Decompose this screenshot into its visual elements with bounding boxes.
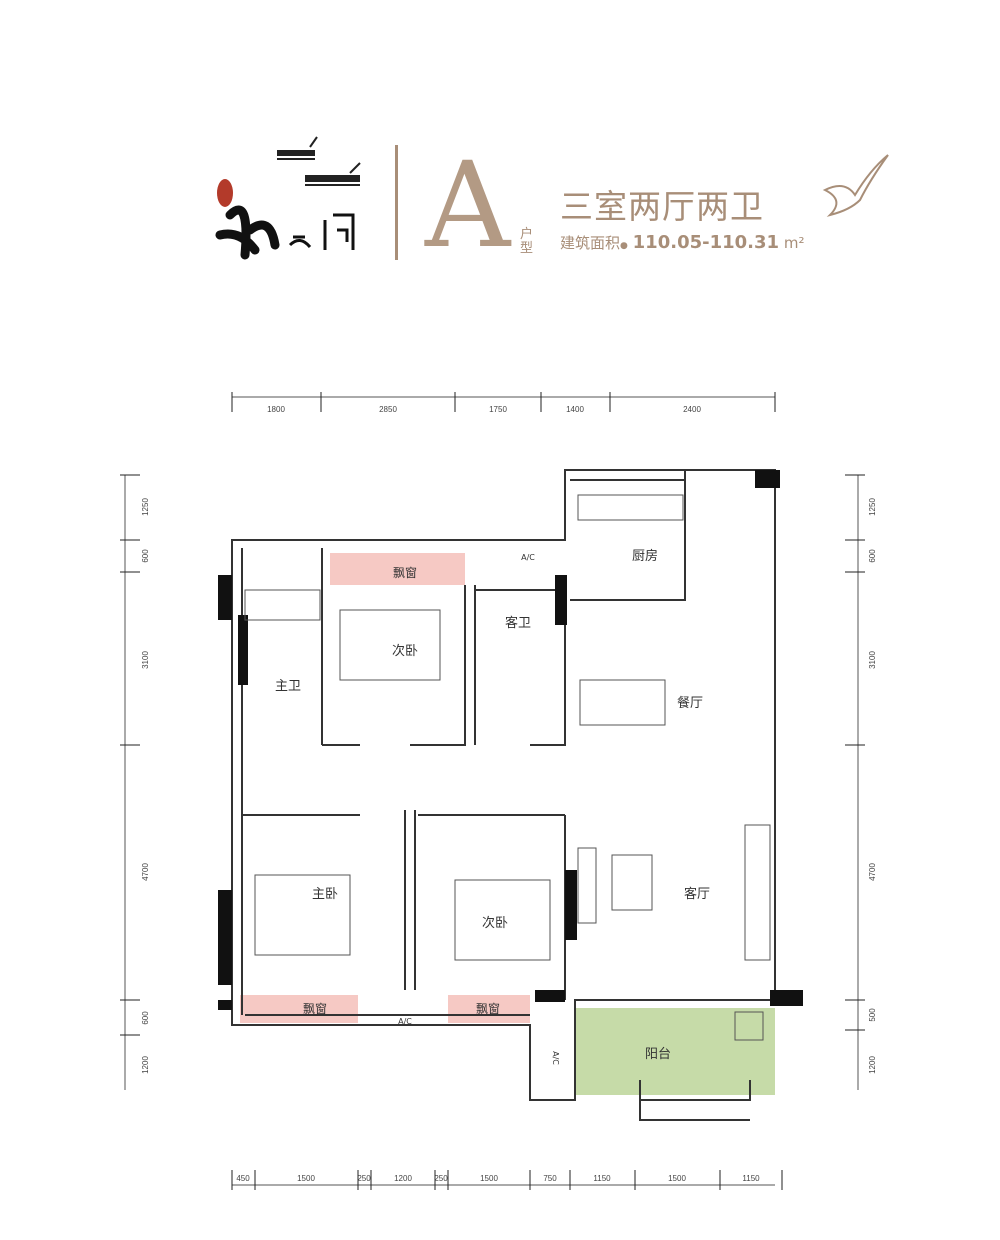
tv-cabinet: [744, 824, 771, 961]
area-value: 110.05-110.31: [632, 232, 780, 253]
label-ac-bottom: A/C: [398, 1017, 412, 1026]
label-dining-room: 餐厅: [677, 695, 703, 711]
label-ac-top: A/C: [521, 553, 535, 562]
area-unit: m²: [783, 234, 805, 252]
label-guest-bathroom: 客卫: [505, 615, 531, 631]
brand-logo: [205, 135, 365, 260]
dim-left: 1250: [141, 498, 150, 516]
label-master-bathroom: 主卫: [275, 679, 301, 694]
dim-bottom: 750: [543, 1174, 557, 1183]
dimension-lines: [120, 392, 865, 1190]
bed-south: [454, 879, 551, 961]
label-bay-window-bottom-left: 飘窗: [303, 1002, 327, 1016]
bay-window-top: [330, 553, 465, 585]
dim-right: 500: [868, 1008, 877, 1022]
dim-bottom: 450: [236, 1174, 250, 1183]
dimension-labels: 1800 2850 1750 1400 2400 450 1500 250 12…: [141, 405, 877, 1183]
dim-top: 2400: [683, 405, 701, 414]
dim-bottom: 1200: [394, 1174, 412, 1183]
dim-right: 600: [868, 549, 877, 563]
dining-table: [579, 679, 666, 726]
area-info: 建筑面积● 110.05-110.31 m²: [560, 232, 805, 253]
dim-right: 4700: [868, 863, 877, 881]
dim-bottom: 1150: [593, 1174, 611, 1183]
label-kitchen: 厨房: [632, 548, 658, 564]
dim-top: 2850: [379, 405, 397, 414]
coffee-table: [611, 854, 653, 911]
sofa: [577, 847, 597, 924]
dim-bottom: 1150: [742, 1174, 760, 1183]
dim-bottom: 250: [357, 1174, 371, 1183]
label-master-bedroom: 主卧: [312, 887, 338, 902]
header-divider: [395, 145, 398, 260]
washing-machine: [734, 1011, 764, 1041]
bed-master: [254, 874, 351, 956]
room-labels: 飘窗 次卧 客卫 厨房 主卫 餐厅 主卧 次卧 客厅 飘窗 飘窗 阳台 A/C …: [275, 548, 710, 1065]
dim-right: 3100: [868, 651, 877, 669]
label-bay-window-bottom-right: 飘窗: [476, 1002, 500, 1016]
dim-left: 600: [141, 549, 150, 563]
dim-left: 600: [141, 1011, 150, 1025]
bed-north: [339, 609, 441, 681]
swallow-icon: [820, 150, 890, 220]
bay-window-bottom-left: [240, 995, 358, 1023]
dim-top: 1400: [566, 405, 584, 414]
label-balcony: 阳台: [645, 1047, 671, 1062]
dim-top: 1800: [267, 405, 285, 414]
bathtub: [244, 589, 321, 621]
dim-left: 1200: [141, 1056, 150, 1074]
kitchen-counter: [577, 494, 684, 521]
area-label: 建筑面积: [560, 234, 621, 252]
layout-title: 三室两厅两卫: [560, 187, 764, 226]
dim-left: 3100: [141, 651, 150, 669]
structural-columns: [218, 470, 803, 1010]
dim-right: 1250: [868, 498, 877, 516]
label-living-room: 客厅: [684, 886, 710, 902]
dim-left: 4700: [141, 863, 150, 881]
label-bay-window-top: 飘窗: [393, 566, 417, 580]
label-secondary-bedroom-south: 次卧: [482, 915, 508, 931]
dim-bottom: 1500: [297, 1174, 315, 1183]
dim-right: 1200: [868, 1056, 877, 1074]
balcony-area: [575, 1008, 775, 1095]
label-ac-balcony: A/C: [551, 1051, 560, 1065]
furniture: [244, 494, 771, 1041]
dim-bottom: 1500: [480, 1174, 498, 1183]
dim-bottom: 250: [434, 1174, 448, 1183]
unit-type-letter: A: [425, 136, 511, 274]
bay-window-bottom-right: [448, 995, 530, 1023]
unit-type-suffix: 户型: [520, 227, 534, 256]
label-secondary-bedroom-north: 次卧: [392, 643, 418, 659]
dim-bottom: 1500: [668, 1174, 686, 1183]
dim-top: 1750: [489, 405, 507, 414]
